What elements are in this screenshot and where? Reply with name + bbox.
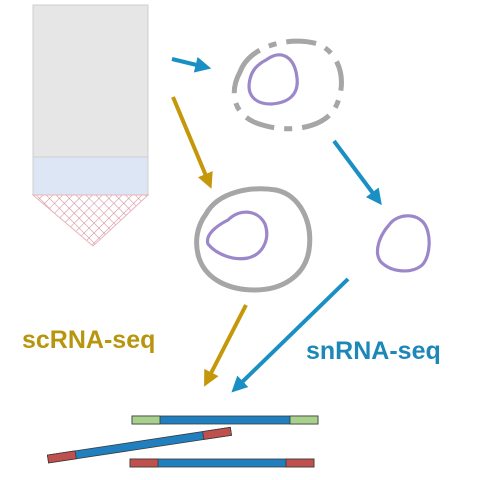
arrow-nucleus-to-reads: [231, 277, 350, 393]
read-green-ends: [131, 415, 319, 425]
nucleus-in-lysed-cell: [247, 53, 299, 106]
broken-membrane: [231, 38, 344, 132]
lysed-cell-icon: [231, 38, 344, 132]
arrow-tube-to-cell-prep: [171, 96, 213, 189]
sequencing-reads-icon: [46, 415, 319, 468]
arrow-cell-to-reads: [204, 304, 248, 387]
snrna-seq-label: snRNA-seq: [306, 337, 441, 365]
tube-body: [32, 4, 149, 158]
whole-cell-icon: [194, 186, 313, 293]
arrow-lysed-to-nucleus: [332, 139, 382, 206]
tube-band: [32, 156, 149, 196]
read-red-ends: [129, 458, 315, 468]
tissue-sample: [31, 194, 150, 247]
isolated-nucleus-icon: [376, 214, 431, 273]
cell-membrane: [194, 186, 313, 293]
tissue-tube-icon: [31, 4, 150, 247]
arrow-tube-to-nuclei-prep: [171, 56, 212, 73]
scrna-seq-label: scRNA-seq: [22, 326, 155, 354]
read-tilted: [46, 426, 232, 464]
nucleus-in-cell: [205, 210, 269, 261]
